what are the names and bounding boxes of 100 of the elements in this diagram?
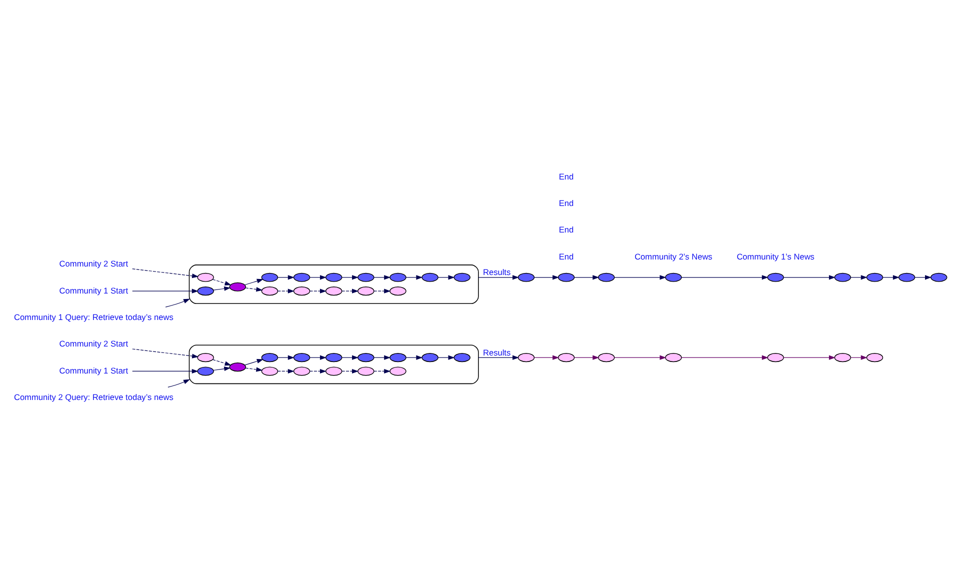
arrow xyxy=(213,366,231,372)
arrow xyxy=(614,355,666,360)
arrow xyxy=(277,275,294,280)
arrow xyxy=(244,278,264,286)
arrow xyxy=(245,367,263,372)
node-ellipse xyxy=(197,366,214,376)
label: Community 1’s News xyxy=(736,251,814,262)
arrow xyxy=(574,355,600,360)
arrow xyxy=(245,287,263,292)
node-ellipse xyxy=(767,272,784,282)
arrow xyxy=(212,359,232,366)
arrow xyxy=(850,275,868,280)
node-ellipse xyxy=(325,366,342,376)
node-ellipse xyxy=(358,353,374,362)
arrow xyxy=(438,355,455,360)
arrow xyxy=(374,355,391,360)
node-ellipse xyxy=(293,272,310,282)
node-ellipse xyxy=(229,362,246,372)
arrow xyxy=(213,286,231,291)
node-ellipse xyxy=(325,272,342,282)
node-text: Community 1 Start xyxy=(59,365,128,376)
arrow xyxy=(310,288,327,294)
node-text: Community 2 Start xyxy=(59,338,128,349)
arrow xyxy=(534,355,560,360)
node-ellipse xyxy=(518,353,535,362)
edge-label: Results xyxy=(482,267,511,278)
node-ellipse xyxy=(325,353,342,362)
arrow xyxy=(310,368,327,374)
node-text: Community 2 Start xyxy=(59,258,128,269)
node-text: Community 2 Query: Retrieve today’s news xyxy=(14,392,174,402)
arrow xyxy=(165,298,190,308)
node-ellipse xyxy=(422,353,438,362)
node-ellipse xyxy=(834,272,852,282)
arrow xyxy=(342,288,359,294)
label: End xyxy=(558,198,574,208)
arrow xyxy=(783,355,836,360)
node-ellipse xyxy=(358,286,374,296)
node-ellipse xyxy=(558,353,575,362)
arrow xyxy=(342,368,359,374)
node-ellipse xyxy=(390,366,406,376)
node-ellipse xyxy=(197,272,214,282)
arrow xyxy=(534,275,560,280)
node-ellipse xyxy=(358,366,374,376)
arrow xyxy=(406,355,423,360)
node-text: Community 1 Start xyxy=(59,285,128,296)
node-ellipse xyxy=(390,272,406,282)
node-ellipse xyxy=(665,353,682,362)
node-ellipse xyxy=(261,272,278,282)
node-ellipse xyxy=(261,366,278,376)
arrow xyxy=(310,275,327,280)
node-ellipse xyxy=(834,353,852,362)
label: End xyxy=(558,251,574,262)
arrow xyxy=(168,379,190,388)
node-ellipse xyxy=(261,286,278,296)
node-ellipse xyxy=(558,272,575,282)
arrow xyxy=(438,275,455,280)
node-ellipse xyxy=(390,353,406,362)
label: Community 2’s News xyxy=(634,251,712,262)
cluster xyxy=(188,344,479,384)
arrow xyxy=(277,368,294,374)
node-ellipse xyxy=(325,286,342,296)
label: End xyxy=(558,171,574,182)
arrow xyxy=(132,348,199,358)
arrow xyxy=(681,275,768,280)
arrow xyxy=(132,268,199,278)
arrow xyxy=(478,355,520,360)
edge-label: Results xyxy=(482,347,511,358)
arrow xyxy=(310,355,327,360)
arrow xyxy=(374,288,391,294)
node-ellipse xyxy=(598,353,615,362)
arrow xyxy=(882,275,900,280)
label: End xyxy=(558,224,574,235)
arrow xyxy=(212,279,232,286)
node-ellipse xyxy=(197,353,214,362)
node-ellipse xyxy=(197,286,214,296)
arrow xyxy=(342,355,359,360)
node-ellipse xyxy=(261,353,278,362)
arrow xyxy=(132,368,198,374)
node-ellipse xyxy=(390,286,406,296)
arrow xyxy=(478,275,520,280)
node-ellipse xyxy=(930,272,948,282)
arrow xyxy=(342,275,359,280)
node-ellipse xyxy=(866,353,884,362)
node-ellipse xyxy=(293,286,310,296)
node-ellipse xyxy=(518,272,535,282)
arrow xyxy=(277,288,294,294)
arrow xyxy=(914,275,932,280)
arrow xyxy=(374,275,391,280)
node-ellipse xyxy=(454,272,470,282)
node-ellipse xyxy=(358,272,374,282)
node-ellipse xyxy=(598,272,615,282)
node-ellipse xyxy=(229,282,246,292)
arrow xyxy=(783,275,836,280)
arrow xyxy=(614,275,666,280)
node-ellipse xyxy=(293,353,310,362)
arrow xyxy=(681,355,768,360)
cluster xyxy=(188,264,479,304)
arrow xyxy=(406,275,423,280)
arrow xyxy=(244,359,264,366)
arrow xyxy=(850,355,868,360)
